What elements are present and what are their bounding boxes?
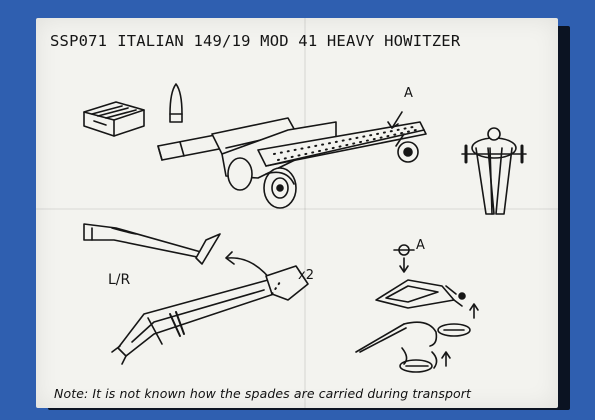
product-title: ITALIAN 149/19 MOD 41 HEAVY HOWITZER: [117, 32, 461, 50]
instruction-sheet: SSP071 ITALIAN 149/19 MOD 41 HEAVY HOWITZ…: [36, 18, 558, 408]
shell-drawing: [169, 83, 183, 123]
part-a-label-bottom: A: [416, 238, 425, 253]
howitzer-assembly-drawing: [157, 111, 427, 209]
part-a-label-top: A: [404, 86, 413, 101]
detail-assembly-drawing: [355, 244, 479, 373]
multiplier-label: x2: [298, 268, 314, 283]
assembly-drawings: [83, 83, 527, 373]
fold-crease-vertical: [304, 18, 306, 408]
fold-crease-horizontal: [36, 208, 558, 210]
spade-part-drawing: [83, 223, 221, 265]
ammo-crate-drawing: [83, 101, 145, 137]
left-right-label: L/R: [108, 272, 131, 288]
trail-arm-drawing: [111, 265, 309, 365]
rear-view-drawing: [461, 127, 527, 215]
sheet-title: SSP071 ITALIAN 149/19 MOD 41 HEAVY HOWITZ…: [50, 32, 548, 50]
transport-note: Note: It is not known how the spades are…: [54, 386, 472, 401]
product-code: SSP071: [50, 32, 108, 50]
